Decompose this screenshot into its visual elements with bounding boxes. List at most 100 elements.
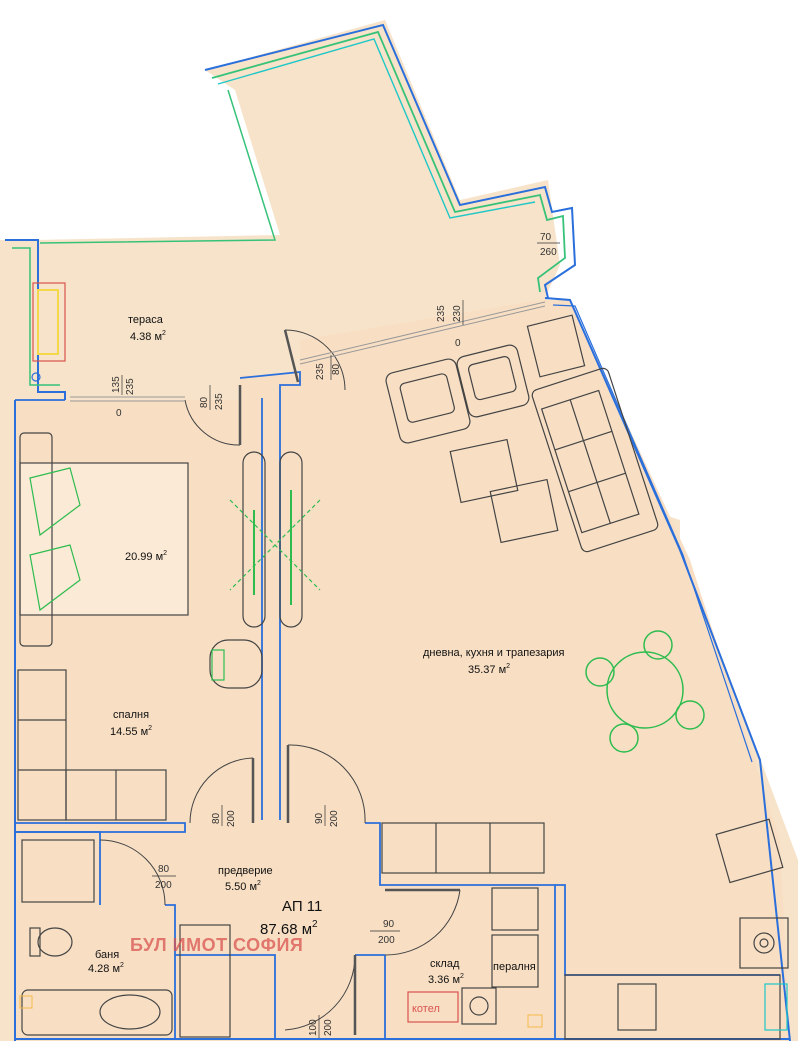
storage-area: 3.36 м2 bbox=[428, 973, 464, 986]
left-wall-inner bbox=[12, 247, 60, 386]
armchair-1 bbox=[385, 358, 471, 444]
pillow-2 bbox=[29, 544, 81, 612]
stove bbox=[739, 917, 789, 969]
bed bbox=[19, 462, 189, 616]
dim-80a: 80 bbox=[331, 363, 342, 375]
hall-area: 5.50 м2 bbox=[225, 880, 261, 893]
coffee-table-1 bbox=[449, 438, 519, 504]
terrace-outer-wall bbox=[204, 23, 577, 299]
coffee-table-2 bbox=[489, 478, 559, 544]
right-wall-inner bbox=[552, 304, 753, 763]
door-bedroom bbox=[189, 757, 254, 824]
kitchen-island bbox=[715, 818, 784, 884]
terrace-bench bbox=[32, 282, 66, 362]
boiler-box bbox=[407, 991, 459, 1023]
right-wall-outer bbox=[544, 297, 791, 1041]
terrace-inner-wall-cyan bbox=[217, 38, 536, 219]
door-bath bbox=[99, 839, 166, 906]
bath-right-wall bbox=[165, 904, 176, 1039]
terrace-drain-icon bbox=[31, 372, 41, 382]
dim-235a: 235 bbox=[436, 305, 447, 322]
door-terrace-main bbox=[284, 329, 346, 391]
bath-wall bbox=[15, 831, 101, 905]
dim-70: 70 bbox=[540, 232, 552, 243]
terrace-inner-wall-green bbox=[211, 30, 566, 293]
boiler-unit bbox=[461, 987, 497, 1025]
apartment-area: 87.68 м2 bbox=[260, 919, 318, 938]
apartment-floor bbox=[15, 300, 790, 1041]
dim-235d: 235 bbox=[214, 393, 225, 410]
dim-235b: 235 bbox=[315, 363, 326, 380]
utility-icons bbox=[19, 995, 543, 1028]
hall-cabinet bbox=[381, 822, 545, 874]
living-area: 35.37 м2 bbox=[468, 663, 510, 676]
dim-200d: 200 bbox=[378, 935, 395, 946]
dim-200b: 200 bbox=[329, 810, 340, 827]
left-wall bbox=[5, 239, 66, 400]
dim-80d: 80 bbox=[158, 864, 170, 875]
washer bbox=[491, 934, 539, 988]
bedroom-wardrobe bbox=[17, 669, 67, 821]
windows bbox=[70, 301, 546, 402]
walls bbox=[5, 23, 791, 1041]
dim-235c: 235 bbox=[125, 378, 136, 395]
terrace-area: 4.38 м2 bbox=[130, 330, 166, 343]
floor-fills bbox=[0, 20, 798, 1041]
bedroom-area: 14.55 м2 bbox=[110, 725, 152, 738]
dim-260: 260 bbox=[540, 247, 557, 258]
storage-shelf-1 bbox=[491, 887, 539, 931]
bed-area: 20.99 м2 bbox=[125, 550, 167, 563]
dim-80b: 80 bbox=[199, 396, 210, 408]
bathtub bbox=[21, 989, 173, 1036]
outlet-icon bbox=[527, 1014, 543, 1028]
terrace-name: тераса bbox=[128, 314, 164, 326]
dim-90a: 90 bbox=[314, 812, 325, 824]
washer-label: пералня bbox=[493, 961, 536, 973]
floor-drain-icon bbox=[19, 995, 33, 1009]
storage-name: склад bbox=[430, 958, 460, 970]
hall-top-wall-right bbox=[365, 822, 556, 1039]
dim-230: 230 bbox=[452, 305, 463, 322]
door-storage bbox=[384, 889, 461, 956]
dim-0a: 0 bbox=[455, 338, 461, 349]
dim-135: 135 bbox=[111, 376, 122, 393]
terrace-left-floor bbox=[5, 240, 65, 400]
dim-200c: 200 bbox=[155, 880, 172, 891]
toilet bbox=[37, 927, 73, 957]
fridge bbox=[764, 983, 788, 1031]
door-hall-storage bbox=[284, 954, 356, 1031]
furniture bbox=[17, 282, 789, 1040]
boiler-label: котел bbox=[412, 1003, 440, 1015]
watermark: БУЛ ИМОТ СОФИЯ bbox=[130, 935, 303, 955]
kitchen-counter bbox=[564, 974, 781, 1040]
hall-bottom-wall bbox=[175, 954, 276, 1039]
living-name: дневна, кухня и трапезария bbox=[423, 647, 565, 659]
sofa bbox=[531, 367, 659, 553]
labels: тераса 4.38 м2 20.99 м2 спалня 14.55 м2 … bbox=[88, 314, 565, 1015]
dim-100: 100 bbox=[308, 1019, 319, 1036]
shower bbox=[21, 839, 95, 903]
dim-80c: 80 bbox=[211, 812, 222, 824]
doors bbox=[99, 329, 461, 1035]
pillow-1 bbox=[29, 467, 81, 537]
armchair-2 bbox=[456, 344, 530, 418]
hallway-wardrobe bbox=[242, 451, 266, 628]
side-table bbox=[526, 314, 586, 378]
bath-name: баня bbox=[95, 949, 119, 961]
terrace-left-rail bbox=[39, 89, 277, 244]
hall-bench bbox=[179, 924, 231, 1038]
door-living bbox=[287, 744, 366, 824]
dim-200e: 200 bbox=[323, 1019, 334, 1036]
door-bedroom-terrace bbox=[184, 399, 241, 446]
bedroom-name: спалня bbox=[113, 709, 149, 721]
dim-90b: 90 bbox=[383, 919, 395, 930]
interior-walls bbox=[15, 371, 780, 1039]
dimensions: 70 260 230 235 0 80 235 135 235 0 80 235… bbox=[111, 232, 560, 1038]
dim-200a: 200 bbox=[226, 810, 237, 827]
desk-chair bbox=[209, 639, 263, 689]
apartment-title: АП 11 bbox=[282, 898, 322, 915]
hall-name: предверие bbox=[218, 865, 273, 877]
bath-area: 4.28 м2 bbox=[88, 962, 124, 975]
dining-table bbox=[606, 651, 684, 729]
